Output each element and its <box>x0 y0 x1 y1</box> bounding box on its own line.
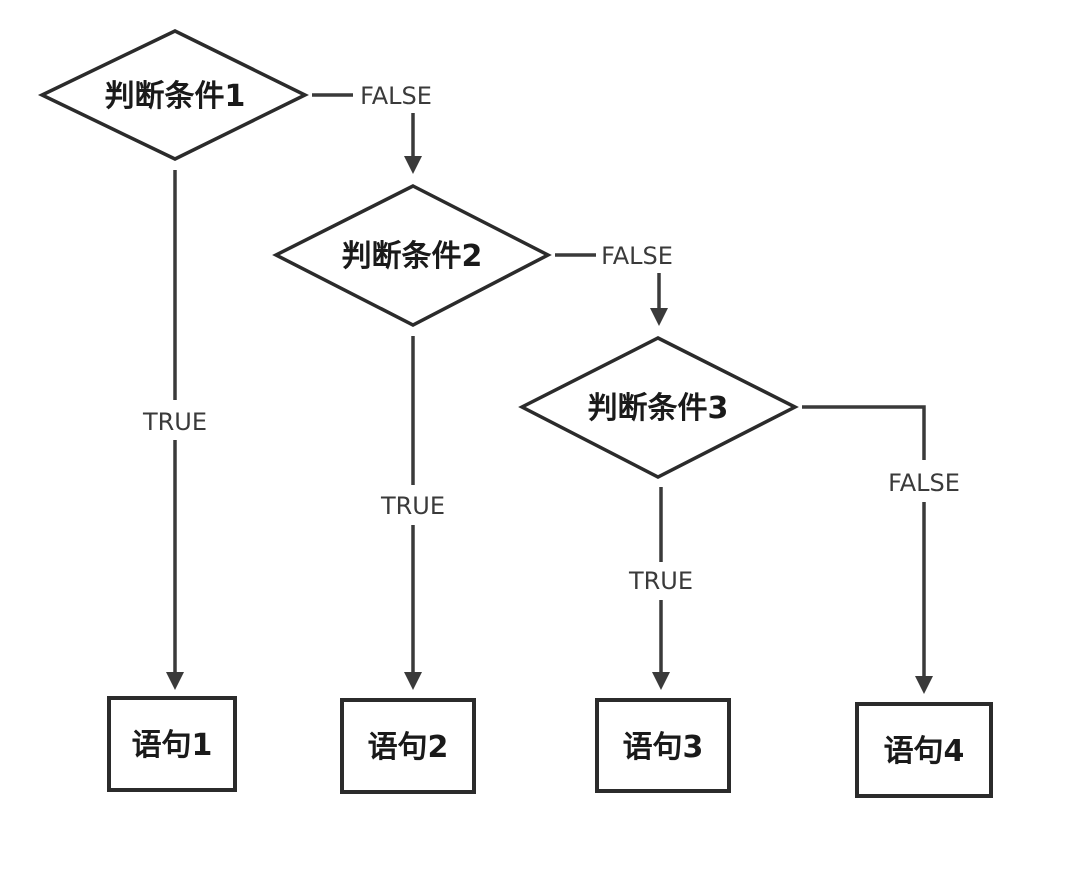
statement-3-label: 语句3 <box>623 730 704 765</box>
statement-2: 语句2 <box>340 698 476 794</box>
statement-2-box <box>340 698 476 794</box>
c3-true-arrowhead <box>652 672 670 690</box>
condition-2-diamond <box>272 184 552 327</box>
c2-true-label: TRUE <box>380 492 445 520</box>
statement-4-box <box>855 702 993 798</box>
condition-1-label: 判断条件1 <box>105 79 246 114</box>
statement-3-box <box>595 698 731 793</box>
c1-true-label: TRUE <box>142 408 207 436</box>
condition-3-diamond <box>518 336 799 479</box>
statement-1-box <box>107 696 237 792</box>
statement-4-label: 语句4 <box>884 734 965 769</box>
c1-false-arrowhead <box>404 156 422 174</box>
condition-1-diamond <box>37 29 309 161</box>
condition-1: 判断条件1 <box>37 29 309 161</box>
condition-3: 判断条件3 <box>518 336 799 479</box>
c1-true-arrowhead <box>166 672 184 690</box>
statement-1: 语句1 <box>107 696 237 792</box>
condition-3-label: 判断条件3 <box>588 391 729 426</box>
statement-1-label: 语句1 <box>132 728 213 763</box>
condition-2: 判断条件2 <box>272 184 552 327</box>
c2-false-arrowhead <box>650 308 668 326</box>
condition-2-label: 判断条件2 <box>342 239 483 274</box>
c1-false-label: FALSE <box>360 82 432 110</box>
c3-false-label: FALSE <box>888 469 960 497</box>
c2-false-label: FALSE <box>601 242 673 270</box>
c3-false-line-upper <box>802 405 926 460</box>
statement-4: 语句4 <box>855 702 993 798</box>
c3-true-label: TRUE <box>628 567 693 595</box>
c3-false-arrowhead <box>915 676 933 694</box>
c2-true-arrowhead <box>404 672 422 690</box>
statement-3: 语句3 <box>595 698 731 793</box>
statement-2-label: 语句2 <box>368 730 449 765</box>
